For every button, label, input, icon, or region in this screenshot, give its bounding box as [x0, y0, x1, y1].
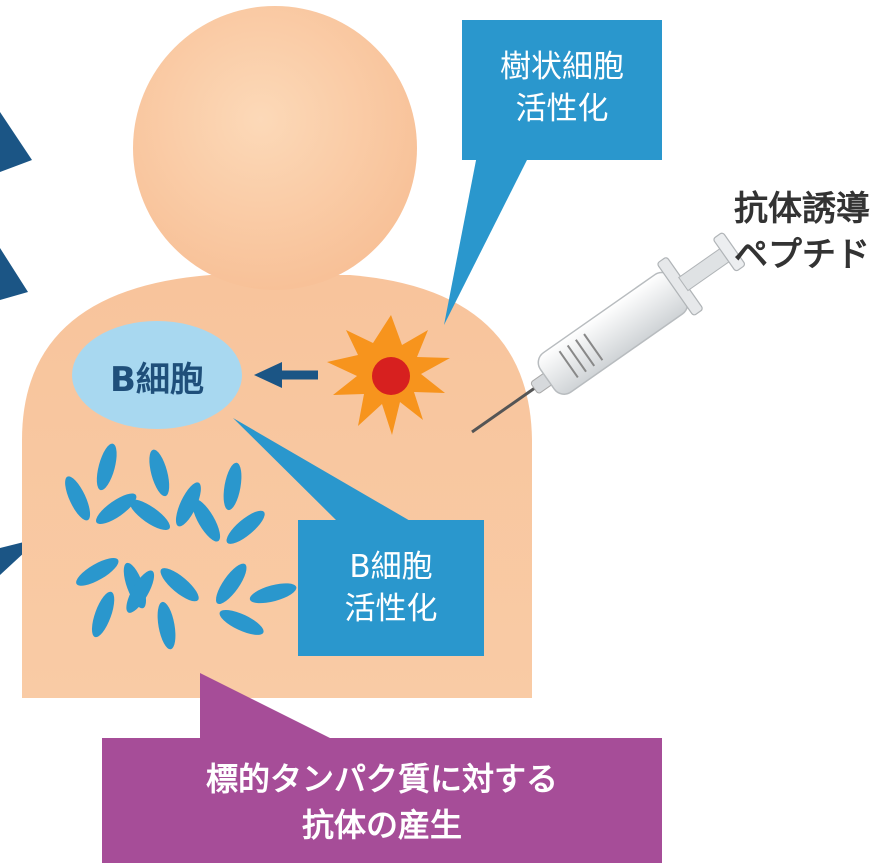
syringe-icon	[471, 232, 746, 434]
bcell-callout-text: B細胞 活性化	[298, 546, 484, 630]
antibody-group	[65, 443, 297, 650]
bcell-oval	[72, 321, 242, 429]
dendritic-callout-box	[462, 20, 662, 160]
result-callout-pointer	[200, 673, 338, 742]
antibody-icon	[192, 462, 265, 544]
antibody-icon	[129, 449, 201, 531]
bcell-callout-line1: B細胞	[349, 549, 433, 585]
bcell-callout-pointer	[233, 418, 412, 522]
peptide-label: 抗体誘導 ペプチド	[734, 186, 893, 278]
result-box-line1: 標的タンパク質に対する	[205, 760, 558, 798]
antibody-icon	[215, 563, 297, 635]
bcell-oval-label: B細胞	[110, 360, 204, 400]
result-box-line2: 抗体の産生	[301, 806, 462, 844]
left-arrow-icon	[254, 362, 282, 388]
antibody-icon	[65, 443, 137, 525]
bcell-callout-box	[298, 520, 484, 656]
peptide-label-line1: 抗体誘導	[734, 189, 870, 229]
bcell-callout-line2: 活性化	[344, 591, 438, 627]
peptide-label-line2: ペプチド	[734, 235, 870, 275]
dendritic-callout-pointer	[444, 150, 532, 325]
result-box	[102, 738, 662, 863]
dendritic-callout-text: 樹状細胞 活性化	[462, 46, 662, 130]
result-box-text: 標的タンパク質に対する 抗体の産生	[102, 756, 662, 848]
dendritic-callout-line1: 樹状細胞	[500, 49, 624, 85]
left-arrow-tip-2	[0, 248, 28, 300]
antibody-icon	[126, 568, 199, 650]
activation-burst-center	[372, 357, 410, 395]
person-head	[133, 6, 417, 290]
dendritic-callout-line2: 活性化	[515, 91, 609, 127]
left-arrow-tip-1	[0, 112, 32, 172]
